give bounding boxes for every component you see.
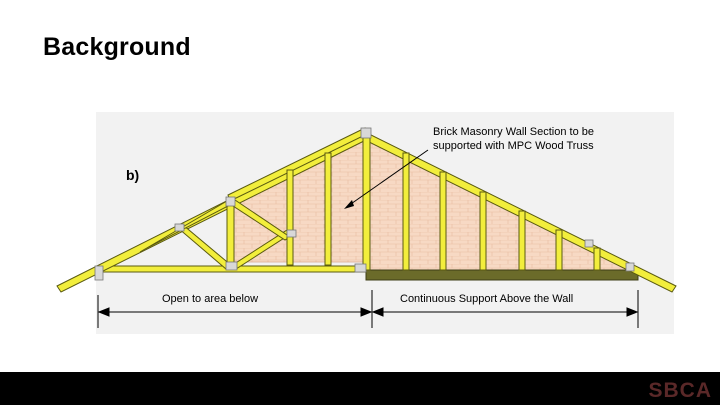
callout-arrow <box>344 149 429 209</box>
plate-center-bottom <box>225 261 238 271</box>
web-diagonal-lower-left <box>139 200 231 253</box>
footer-bar: SBCA <box>0 372 720 405</box>
web-vertical-2 <box>324 152 332 266</box>
web-vertical-7 <box>518 210 526 271</box>
sbca-logo: SBCA <box>648 379 712 402</box>
plate-mid-right <box>286 229 297 238</box>
plate-peak <box>360 127 372 139</box>
connector-plates <box>94 127 635 281</box>
span-right-label: Continuous Support Above the Wall <box>400 293 573 305</box>
web-diagonal-left <box>177 224 233 270</box>
continuous-support-beam <box>365 269 639 281</box>
plate-heel-left <box>94 265 104 281</box>
dimension-lines <box>97 290 639 328</box>
web-vertical-center <box>226 199 235 269</box>
part-label: b) <box>126 167 139 183</box>
plate-bearing <box>354 263 367 273</box>
plate-right-mid <box>584 239 594 248</box>
web-vertical-9 <box>593 247 601 271</box>
web-vertical-3 <box>362 132 371 271</box>
web-vertical-5 <box>439 171 447 271</box>
plate-heel-right <box>625 262 635 272</box>
slide-title: Background <box>43 33 191 61</box>
web-vertical-6 <box>479 191 487 271</box>
web-vertical-8 <box>555 229 563 271</box>
span-left-label: Open to area below <box>162 293 258 305</box>
web-vertical-4 <box>402 152 410 271</box>
plate-mid-left <box>174 223 185 232</box>
callout-text-line2: supported with MPC Wood Truss <box>433 140 594 152</box>
plate-center-top <box>225 196 236 207</box>
web-vertical-1 <box>286 169 294 266</box>
callout-text-line1: Brick Masonry Wall Section to be <box>433 126 594 138</box>
